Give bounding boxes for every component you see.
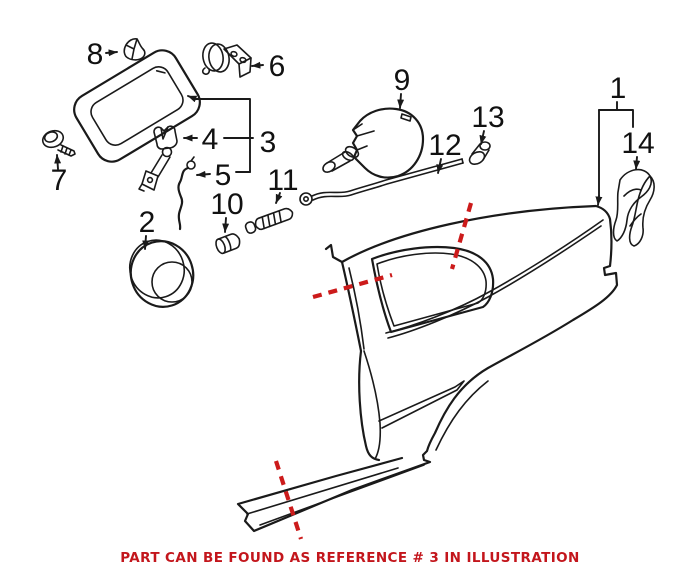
- part-14-trim: [612, 168, 655, 247]
- part-4-hinge: [138, 125, 178, 192]
- pillar-base-edge: [363, 350, 382, 460]
- callout-8: 8: [87, 38, 104, 71]
- pillar-inner-line: [348, 267, 365, 350]
- callout-6: 6: [269, 50, 286, 83]
- callout-7: 7: [51, 164, 68, 197]
- reference-dash-pillar: [312, 272, 393, 300]
- shoulder-line-2: [387, 225, 602, 339]
- quarter-panel-illustration: [236, 204, 619, 533]
- callout-12: 12: [428, 129, 461, 162]
- callout-13: 13: [471, 101, 504, 134]
- callout-1: 1: [610, 72, 627, 105]
- callout-2: 2: [139, 206, 156, 239]
- callout-9: 9: [394, 64, 411, 97]
- part-8-clip: [123, 38, 146, 61]
- callouts: 8 6 7 3 4 5 2 10 11 9 12 13 1 14: [51, 38, 655, 250]
- wheel-arch-inner: [435, 380, 489, 451]
- part-11-hinge-pin: [244, 207, 294, 234]
- reference-dash-rocker: [274, 460, 303, 540]
- part-9-actuator: [322, 107, 425, 179]
- part-5-release-rod: [177, 156, 196, 231]
- body-crease-line: [378, 380, 465, 429]
- part-10-sleeve: [215, 233, 241, 255]
- callout-14: 14: [621, 127, 654, 160]
- part-2-filler-pocket: [129, 239, 195, 308]
- reference-note: PART CAN BE FOUND AS REFERENCE # 3 IN IL…: [120, 550, 580, 566]
- part-13-grommet: [468, 141, 491, 166]
- quarter-window-outer: [370, 245, 495, 334]
- callout-4: 4: [202, 123, 219, 156]
- part-6-lock-pin: [201, 42, 252, 78]
- rocker-inner-line: [259, 464, 425, 526]
- reference-dash-sail: [449, 202, 474, 270]
- callout-10: 10: [210, 188, 243, 221]
- part-12-rod: [299, 158, 464, 206]
- callout-5: 5: [215, 159, 232, 192]
- callout-3: 3: [260, 126, 277, 159]
- part-7-screw: [41, 129, 76, 157]
- shoulder-line-1: [385, 219, 604, 334]
- rocker-mid-line: [246, 467, 399, 515]
- reference-dash-marks: [274, 202, 474, 540]
- panel-outline: [236, 204, 619, 533]
- panel-front-edge: [340, 260, 381, 462]
- callout-11: 11: [267, 164, 298, 197]
- quarter-window-inner: [376, 252, 487, 327]
